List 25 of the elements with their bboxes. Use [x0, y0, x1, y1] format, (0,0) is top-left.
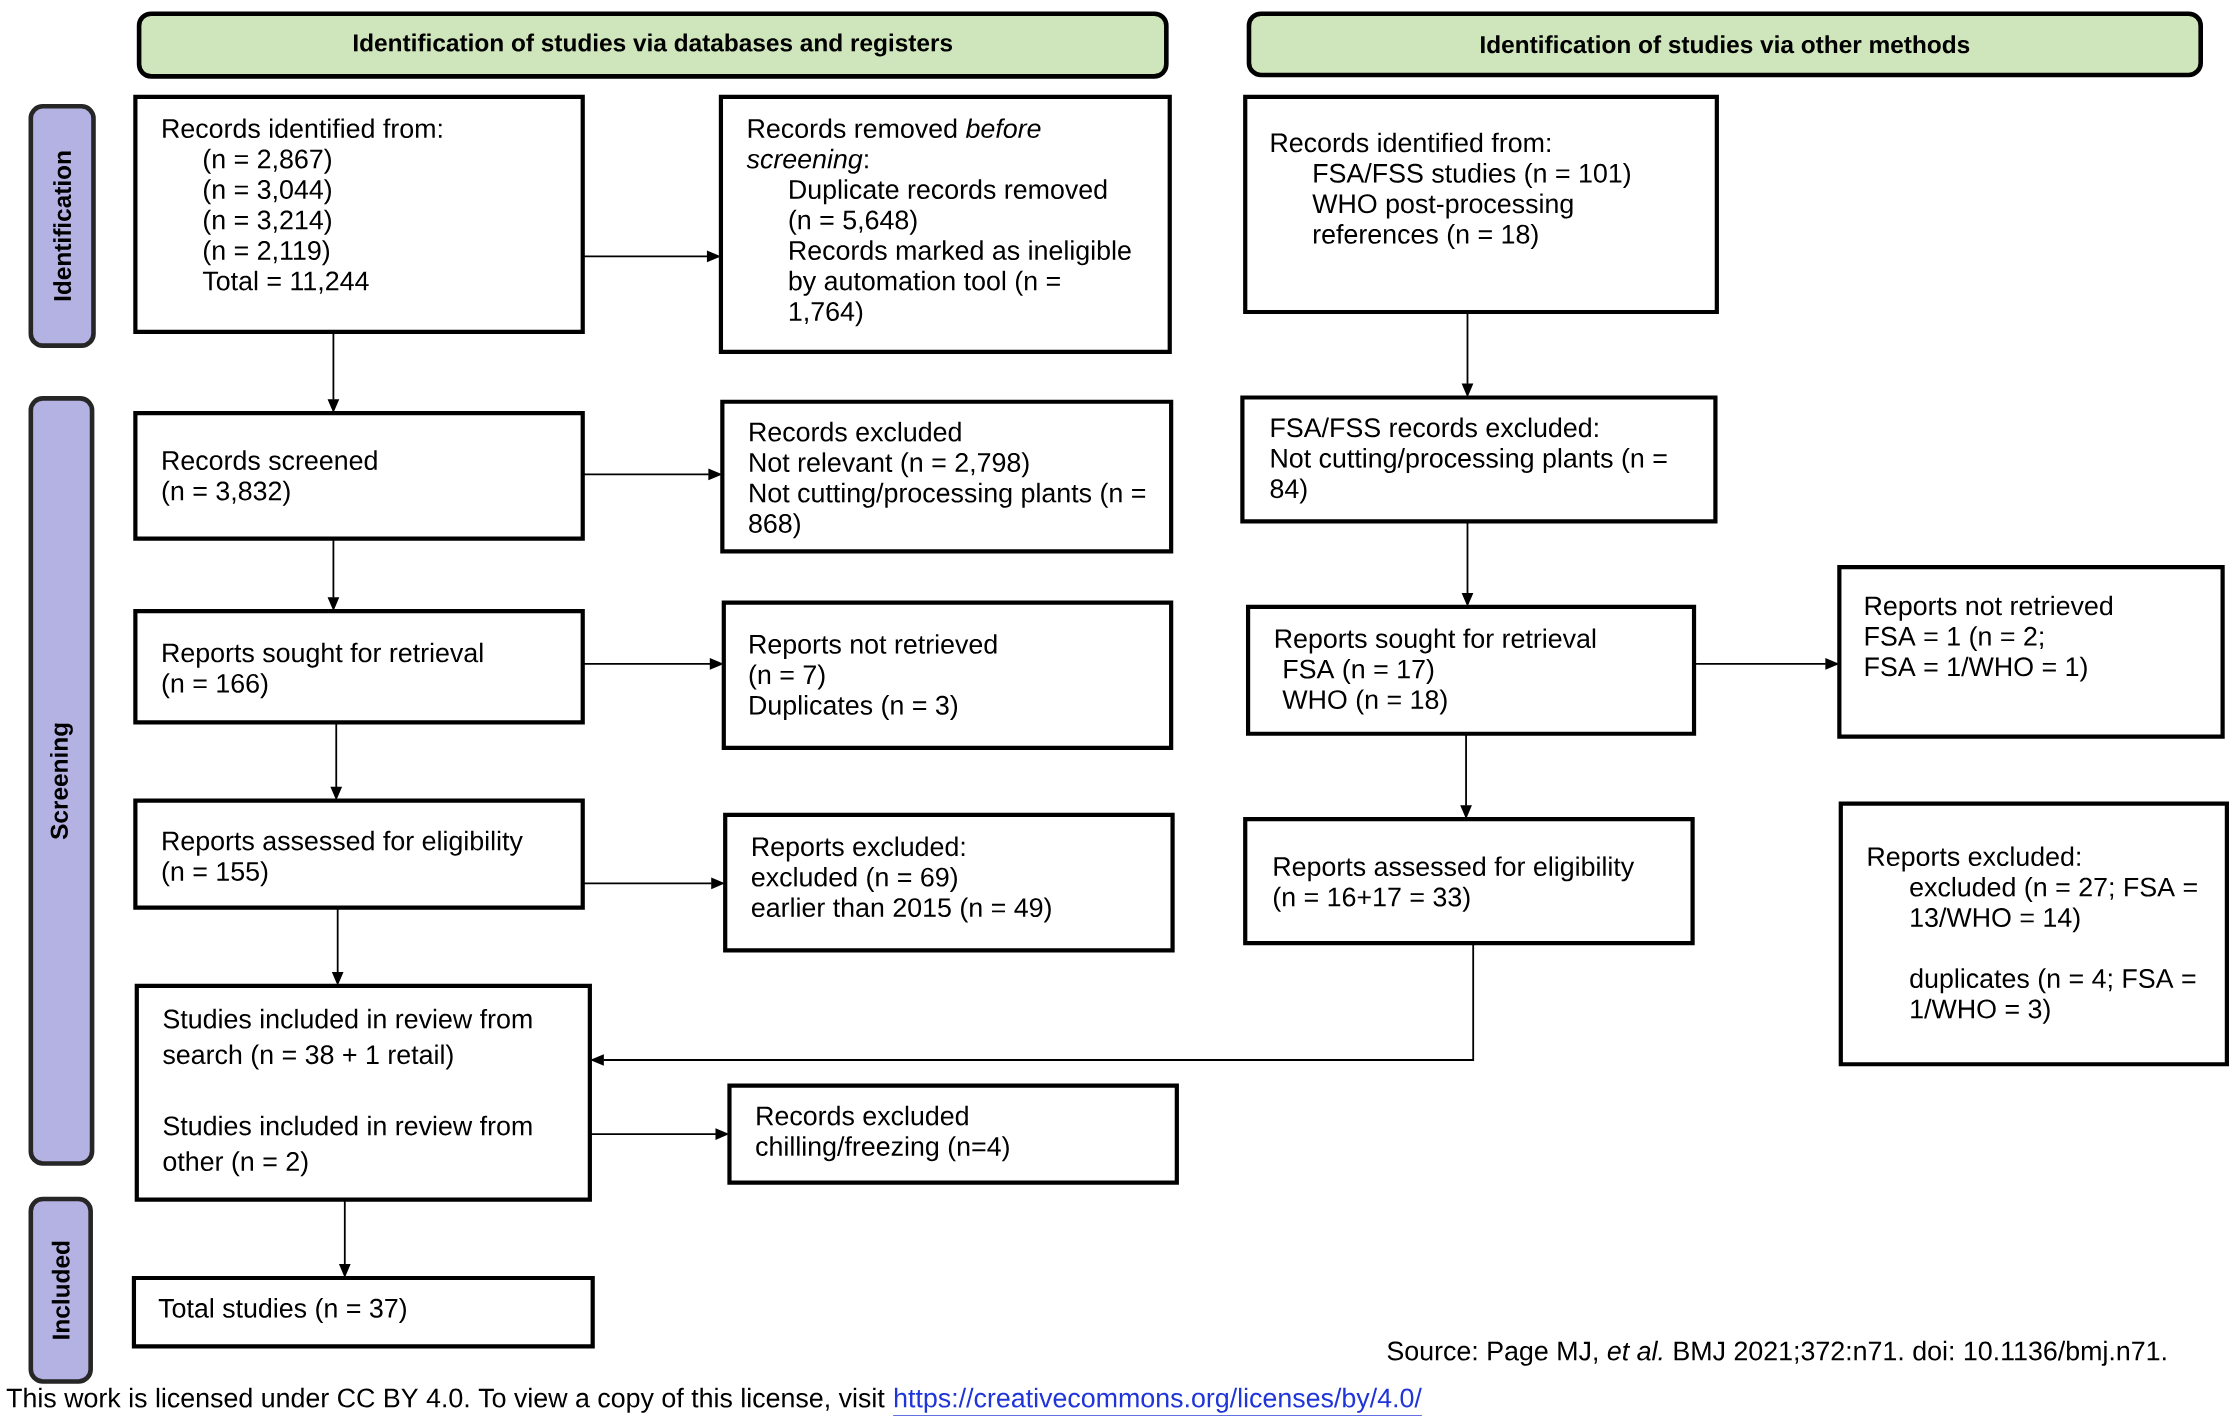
phase-band: Screening	[28, 396, 95, 1166]
flow-box: Reports excluded: excluded (n = 69) earlier than 2015 (n = 49)	[723, 812, 1175, 953]
flow-box: Reports assessed for eligibility (n = 155)	[133, 798, 585, 910]
flow-box: Reports excluded: excluded (n = 27; FSA = 13/WHO = 14) duplicates (n = 4; FSA = 1/WHO = 3)	[1838, 801, 2229, 1067]
section-header: Identification of studies via other methods	[1246, 11, 2203, 78]
flow-box: Records excluded chilling/freezing (n=4)	[727, 1083, 1179, 1185]
flow-box: Reports assessed for eligibility (n = 16+17 = 33)	[1243, 817, 1695, 946]
flow-box: Records identified from: (n = 2,867) (n = 3,044) (n = 3,214) (n = 2,119) Total = 11,244	[133, 94, 585, 334]
phase-band: Identification	[28, 103, 96, 348]
flow-box: Records excluded Not relevant (n = 2,798) Not cutting/processing plants (n = 868)	[720, 399, 1174, 554]
flow-box: Reports sought for retrieval FSA (n = 17) WHO (n = 18)	[1246, 604, 1697, 736]
flow-box: Reports sought for retrieval (n = 166)	[133, 609, 585, 725]
flow-box: Records screened (n = 3,832)	[133, 411, 585, 541]
flow-box: Records removed before screening: Duplicate records removed (n = 5,648) Records marked as ineligible by automation tool (n = 1,764)	[718, 94, 1172, 354]
flow-box: Total studies (n = 37)	[131, 1275, 595, 1349]
source-note: Source: Page MJ, et al. BMJ 2021;372:n71. doi: 10.1136/bmj.n71.	[1387, 1340, 2166, 1366]
flow-box: Reports not retrieved (n = 7) Duplicates (n = 3)	[721, 600, 1174, 750]
flow-box: Reports not retrieved FSA = 1 (n = 2; FSA = 1/WHO = 1)	[1837, 564, 2225, 739]
phase-band: Included	[28, 1196, 93, 1384]
flow-box: Records identified from: FSA/FSS studies (n = 101) WHO post-processing references (n = 18)	[1243, 94, 1719, 315]
link: https://creativecommons.org/licenses/by/4.0/	[892, 1387, 1423, 1416]
section-header: Identification of studies via databases and registers	[136, 11, 1169, 79]
license-note: This work is licensed under CC BY 4.0. To view a copy of this license, visit	[6, 1387, 885, 1413]
flow-box: Studies included in review from search (n = 38 + 1 retail) Studies included in review from other (n = 2)	[134, 983, 592, 1202]
flow-box: FSA/FSS records excluded: Not cutting/processing plants (n = 84)	[1240, 395, 1718, 524]
